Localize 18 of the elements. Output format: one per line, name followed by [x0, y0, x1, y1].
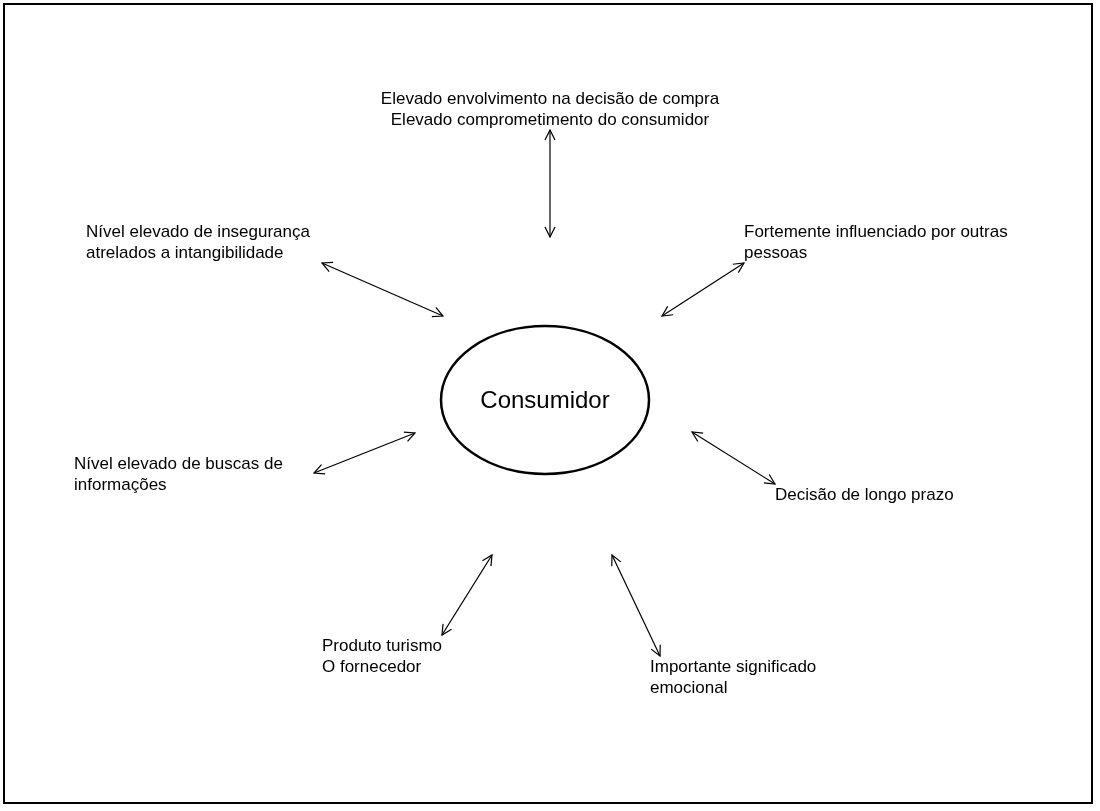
description-text: Produto turismo	[322, 635, 442, 656]
description-text: Elevado comprometimento do consumidor	[389, 109, 711, 130]
description-text: Nível elevado de buscas de informações	[74, 453, 284, 495]
ellipse-outline	[439, 324, 651, 476]
double-arrow	[313, 431, 416, 475]
double-arrow	[321, 261, 444, 318]
description-text: Nível elevado de insegurança atrelados a intangibilidade	[86, 221, 311, 263]
double-arrow	[611, 554, 661, 657]
node-label: Consumidor	[479, 385, 611, 415]
description-text: Importante significado emocional	[650, 656, 818, 698]
description-text: Elevado envolvimento na decisão de compra	[379, 88, 721, 109]
description-text: Fortemente influenciado por outras pessoas	[744, 221, 1009, 263]
double-arrow	[544, 129, 556, 238]
description-text: O fornecedor	[322, 656, 423, 677]
double-arrow	[661, 262, 745, 317]
double-arrow	[441, 554, 493, 636]
double-arrow	[691, 431, 776, 485]
description-text: Decisão de longo prazo	[775, 484, 954, 505]
